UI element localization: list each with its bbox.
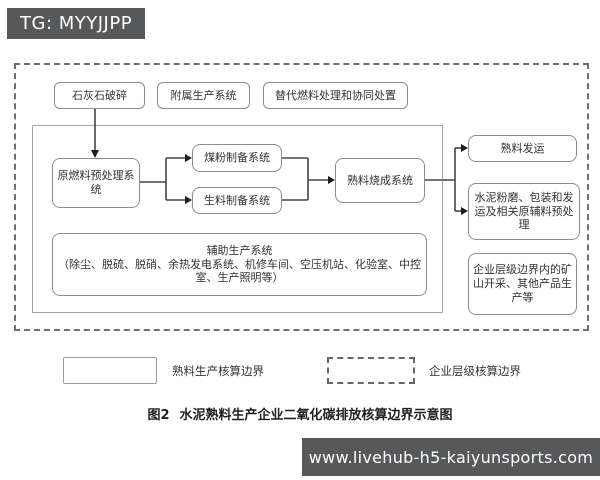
node-auxiliary-production-detail: （除尘、脱硫、脱硝、余热发电系统、机修车间、空压机站、化验室、中控室、生产照明等… <box>58 257 421 285</box>
figure-caption-number: 图2 <box>147 408 170 423</box>
figure-caption: 图2 水泥熟料生产企业二氧化碳排放核算边界示意图 <box>0 404 600 423</box>
watermark-badge-text: TG: MYYJJPP <box>20 13 133 34</box>
node-auxiliary-production-title: 辅助生产系统 <box>206 243 273 257</box>
node-raw-meal-label: 生料制备系统 <box>204 193 270 207</box>
node-attached-production-system: 附属生产系统 <box>157 82 250 109</box>
node-limestone-crushing: 石灰石破碎 <box>54 82 145 109</box>
node-raw-fuel-pretreatment: 原燃料预处理系统 <box>52 158 140 208</box>
legend-swatch-clinker-boundary <box>63 357 157 384</box>
legend-label-enterprise-boundary: 企业层级核算边界 <box>429 363 521 378</box>
node-enterprise-mining-label: 企业层级边界内的矿山开采、其他产品生产等 <box>473 263 572 304</box>
node-alternative-fuel-processing: 替代燃料处理和协同处置 <box>263 82 408 109</box>
legend-label-clinker-boundary: 熟料生产核算边界 <box>172 363 264 378</box>
watermark-badge: TG: MYYJJPP <box>7 8 146 39</box>
node-raw-meal-preparation: 生料制备系统 <box>192 187 282 214</box>
node-clinker-firing-system: 熟料烧成系统 <box>335 158 425 203</box>
node-auxiliary-production-system: 辅助生产系统 （除尘、脱硫、脱硝、余热发电系统、机修车间、空压机站、化验室、中控… <box>52 233 427 296</box>
enterprise-level-boundary-rect <box>14 63 589 331</box>
node-clinker-dispatch: 熟料发运 <box>468 135 577 162</box>
node-cement-grinding-label: 水泥粉磨、包装和发运及相关原辅料预处理 <box>474 190 574 232</box>
node-coal-powder-label: 煤粉制备系统 <box>204 151 270 165</box>
legend-swatch-enterprise-boundary <box>327 357 415 384</box>
node-coal-powder-preparation: 煤粉制备系统 <box>192 144 282 172</box>
node-cement-grinding-packaging: 水泥粉磨、包装和发运及相关原辅料预处理 <box>468 183 580 240</box>
node-attached-production-label: 附属生产系统 <box>170 88 237 102</box>
node-clinker-firing-label: 熟料烧成系统 <box>347 173 413 187</box>
node-alternative-fuel-label: 替代燃料处理和协同处置 <box>275 88 396 102</box>
node-raw-fuel-pretreatment-label: 原燃料预处理系统 <box>57 169 135 196</box>
node-clinker-dispatch-label: 熟料发运 <box>500 141 545 155</box>
node-limestone-crushing-label: 石灰石破碎 <box>72 88 127 102</box>
figure-caption-title: 水泥熟料生产企业二氧化碳排放核算边界示意图 <box>179 408 453 423</box>
watermark-footer-bar: www.livehub-h5-kaiyunsports.com <box>302 438 600 476</box>
clinker-production-boundary-rect <box>32 125 443 313</box>
node-enterprise-mining-other: 企业层级边界内的矿山开采、其他产品生产等 <box>468 253 577 315</box>
watermark-footer-url: www.livehub-h5-kaiyunsports.com <box>308 447 594 467</box>
